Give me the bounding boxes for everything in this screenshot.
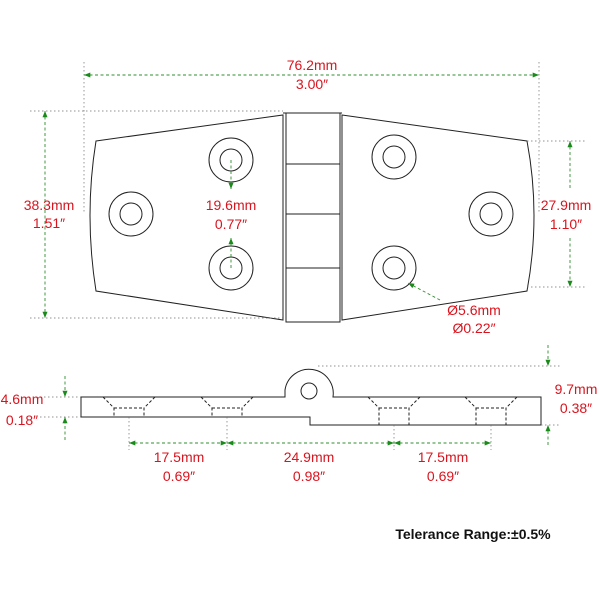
leaf-thickness-inch: 0.18″ [6,412,38,428]
knuckle-segments [283,112,342,323]
countersinks [102,396,518,425]
hinge-pin [300,382,318,400]
overall-width-mm: 76.2mm [287,57,338,73]
hole-diameter-inch: Ø0.22″ [452,320,495,336]
top-view: 76.2mm 3.00″ 38.3mm 1.51″ 19.6mm 0.77″ 2… [24,57,592,336]
dim-hole-pitch: 17.5mm 0.69″ 24.9mm 0.98″ 17.5mm 0.69″ [128,417,492,484]
hole-right-outer [468,191,514,237]
hole-right-top [371,134,417,180]
mounting-holes [108,134,514,291]
knuckle-height-mm: 9.7mm [555,381,598,397]
dim-leaf-thickness: 4.6mm 0.18″ [1,376,81,440]
overall-height-mm: 38.3mm [24,197,75,213]
overall-height-inch: 1.51″ [33,215,65,231]
end-height-mm: 27.9mm [541,197,592,213]
pitch-left-mm: 17.5mm [154,449,205,465]
dim-end-height: 27.9mm 1.10″ [527,140,592,288]
side-view: 4.6mm 0.18″ 9.7mm 0.38″ 17.5mm 0.69″ 24.… [1,345,597,484]
overall-width-inch: 3.00″ [296,76,328,92]
pitch-right-mm: 17.5mm [418,449,469,465]
hole-right-bottom [371,245,417,291]
pitch-left-inch: 0.69″ [163,468,195,484]
end-height-inch: 1.10″ [550,216,582,232]
side-profile-outline [80,368,542,426]
left-leaf-outline [89,114,284,321]
pitch-right-inch: 0.69″ [427,468,459,484]
dim-knuckle-height: 9.7mm 0.38″ [318,345,597,445]
hole-spacing-inch: 0.77″ [215,216,247,232]
pitch-center-inch: 0.98″ [293,468,325,484]
knuckle-height-inch: 0.38″ [560,400,592,416]
hole-left-outer [108,191,154,237]
dim-overall-height: 38.3mm 1.51″ [24,110,283,319]
dim-overall-width: 76.2mm 3.00″ [83,57,540,214]
dim-hole-diameter: Ø5.6mm Ø0.22″ [407,282,501,336]
tolerance-note: Telerance Range:±0.5% [395,526,551,542]
hole-diameter-mm: Ø5.6mm [447,302,501,318]
leaf-thickness-mm: 4.6mm [1,391,44,407]
dim-hole-spacing: 19.6mm 0.77″ [206,160,257,268]
right-leaf-outline [341,114,535,321]
pitch-center-mm: 24.9mm [284,449,335,465]
hole-spacing-mm: 19.6mm [206,197,257,213]
